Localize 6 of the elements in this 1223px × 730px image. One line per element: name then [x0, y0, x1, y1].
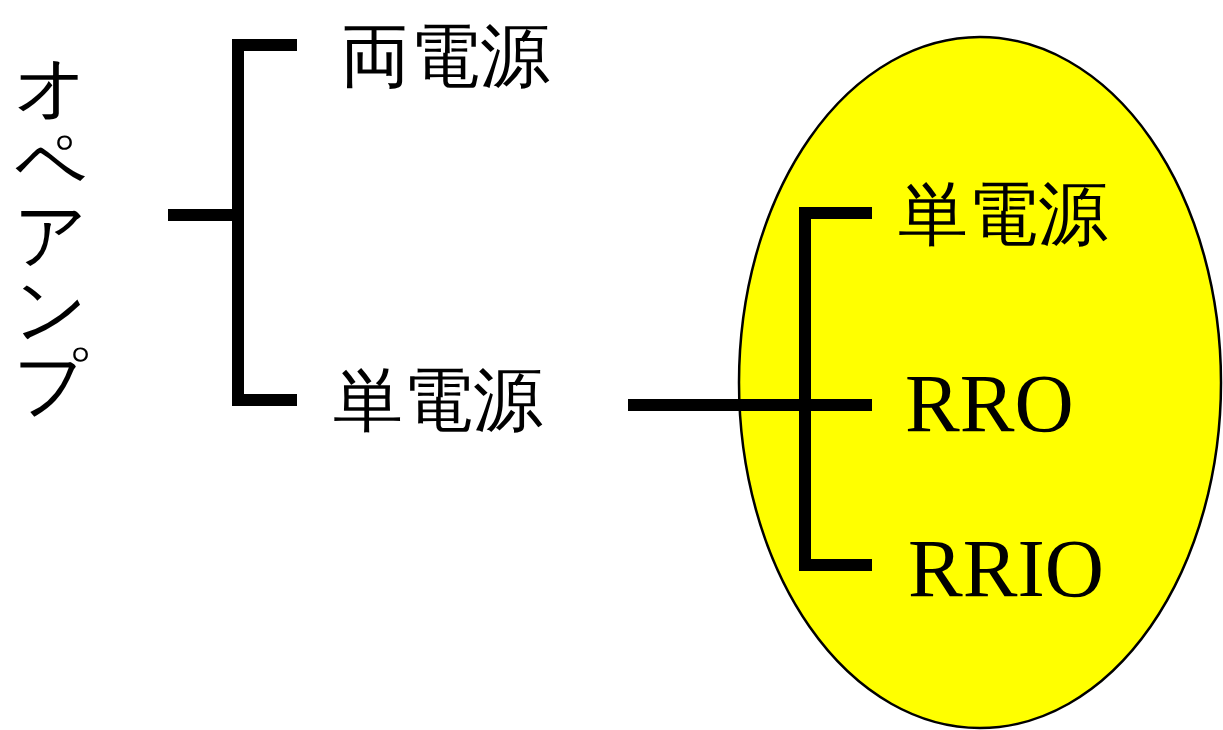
vertical-label: オペアンプ — [10, 50, 170, 450]
branch-label: RRO — [870, 366, 1090, 442]
branch-label: 両電源 — [295, 18, 595, 94]
branch-label: RRIO — [870, 531, 1120, 607]
branch-label: 単電源 — [870, 176, 1155, 252]
branch-label: 単電源 — [295, 362, 630, 438]
